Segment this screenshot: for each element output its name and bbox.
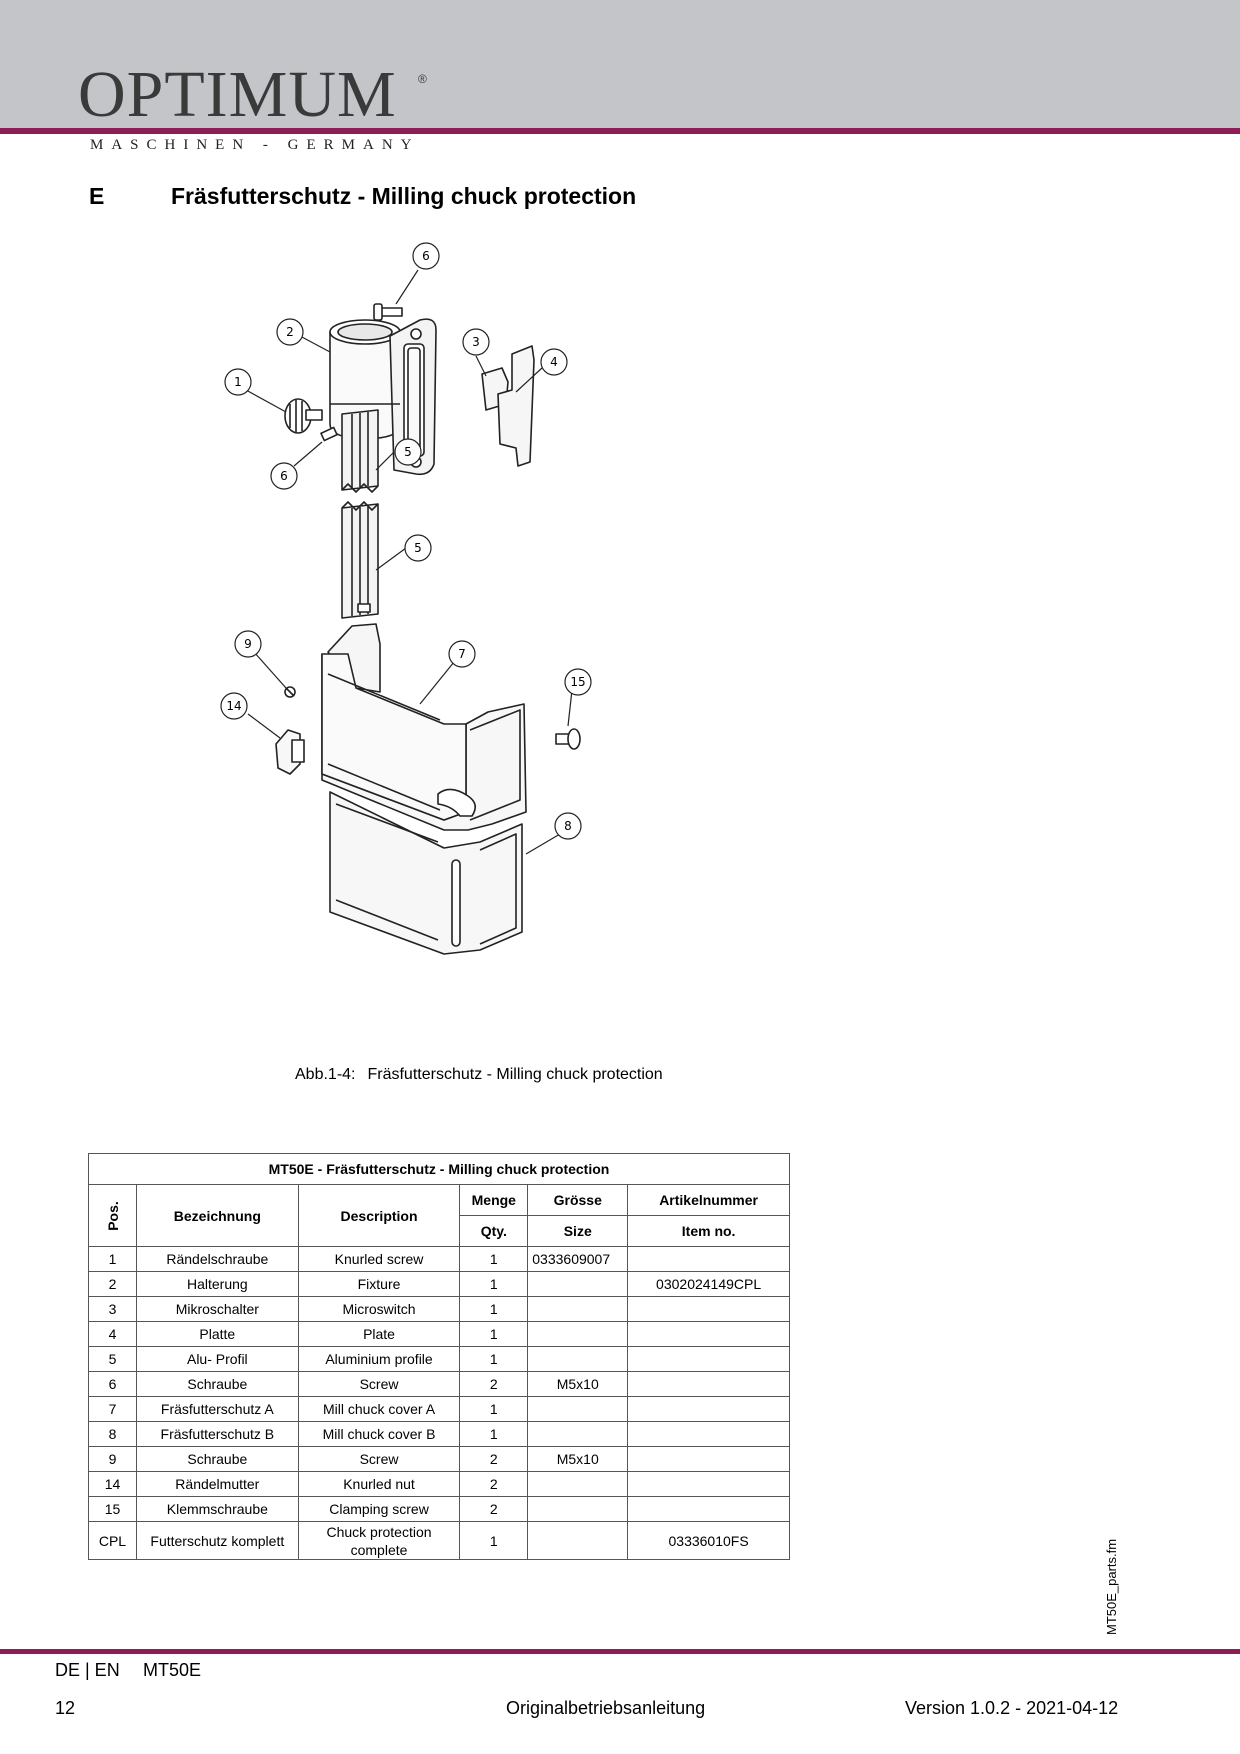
- svg-text:9: 9: [244, 637, 252, 651]
- part-screw-top: [373, 303, 403, 321]
- part-knurled-screw: [284, 398, 323, 434]
- svg-text:15: 15: [570, 675, 585, 689]
- svg-text:5: 5: [404, 445, 412, 459]
- header-qty: Qty.: [459, 1215, 529, 1247]
- header-size: Size: [527, 1215, 629, 1247]
- section-title: Fräsfutterschutz - Milling chuck protect…: [171, 183, 637, 209]
- section-letter: E: [89, 183, 105, 209]
- page-number: 12: [55, 1698, 76, 1718]
- page-header: [0, 0, 1240, 128]
- svg-text:8: 8: [564, 819, 572, 833]
- exploded-view-drawing: 6 2 3 4 1 5 6 5 9 7 15 14 8: [220, 242, 592, 955]
- header-bezeichnung: Bezeichnung: [135, 1184, 299, 1247]
- header-description: Description: [297, 1184, 461, 1247]
- optimum-logo: OPTIMUM: [78, 58, 397, 131]
- callout-9: 9: [234, 630, 262, 658]
- svg-text:7: 7: [458, 647, 466, 661]
- footer-version: Version 1.0.2 - 2021-04-12: [905, 1698, 1119, 1718]
- file-name-label: MT50E_parts.fm: [1104, 1538, 1119, 1635]
- callout-5-lower: 5: [404, 534, 432, 562]
- callout-6-lower: 6: [270, 462, 298, 490]
- svg-text:6: 6: [280, 469, 288, 483]
- callout-6-top: 6: [412, 242, 440, 270]
- callout-1: 1: [224, 368, 252, 396]
- part-plate: [497, 345, 535, 467]
- part-alu-profile-upper: [341, 409, 379, 493]
- header-groesse: Grösse: [527, 1184, 629, 1216]
- part-knurled-nut: [275, 729, 305, 775]
- footer-accent-line: [0, 1649, 1240, 1654]
- header-item-no: Item no.: [627, 1215, 790, 1247]
- part-screw-lower: [320, 426, 338, 442]
- callout-2: 2: [276, 318, 304, 346]
- svg-text:3: 3: [472, 335, 480, 349]
- callout-15: 15: [564, 668, 592, 696]
- part-clamping-screw: [555, 728, 581, 750]
- callout-3: 3: [462, 328, 490, 356]
- header-accent-line: [0, 128, 1240, 134]
- parts-table: MT50E - Fräsfutterschutz - Milling chuck…: [88, 1153, 790, 1560]
- parts-table-title: MT50E - Fräsfutterschutz - Milling chuck…: [88, 1153, 790, 1185]
- svg-text:5: 5: [414, 541, 422, 555]
- callout-8: 8: [554, 812, 582, 840]
- footer-model: MT50E: [143, 1660, 202, 1680]
- footer-document-type: Originalbetriebsanleitung: [506, 1698, 706, 1718]
- header-pos: Pos.: [88, 1184, 137, 1247]
- callout-7: 7: [448, 640, 476, 668]
- logo-tagline: MASCHINEN - GERMANY: [90, 137, 420, 153]
- svg-text:14: 14: [226, 699, 241, 713]
- svg-text:4: 4: [550, 355, 558, 369]
- part-cover-a: [321, 623, 527, 831]
- callout-14: 14: [220, 692, 248, 720]
- part-cover-b: [329, 791, 523, 955]
- callout-5-upper: 5: [394, 438, 422, 466]
- svg-text:6: 6: [422, 249, 430, 263]
- part-small-screw: [284, 686, 296, 698]
- footer-language: DE | EN: [55, 1660, 120, 1680]
- svg-text:2: 2: [286, 325, 294, 339]
- svg-text:1: 1: [234, 375, 242, 389]
- callout-4: 4: [540, 348, 568, 376]
- caption-text: Fräsfutterschutz - Milling chuck protect…: [367, 1066, 663, 1083]
- registered-mark: ®: [418, 72, 427, 86]
- caption-number: Abb.1-4:: [295, 1066, 356, 1083]
- header-artikelnummer: Artikelnummer: [627, 1184, 790, 1216]
- header-menge: Menge: [459, 1184, 529, 1216]
- part-alu-profile-lower: [341, 501, 379, 619]
- figure-caption: Abb.1-4: Fräsfutterschutz - Milling chuck…: [295, 1066, 663, 1084]
